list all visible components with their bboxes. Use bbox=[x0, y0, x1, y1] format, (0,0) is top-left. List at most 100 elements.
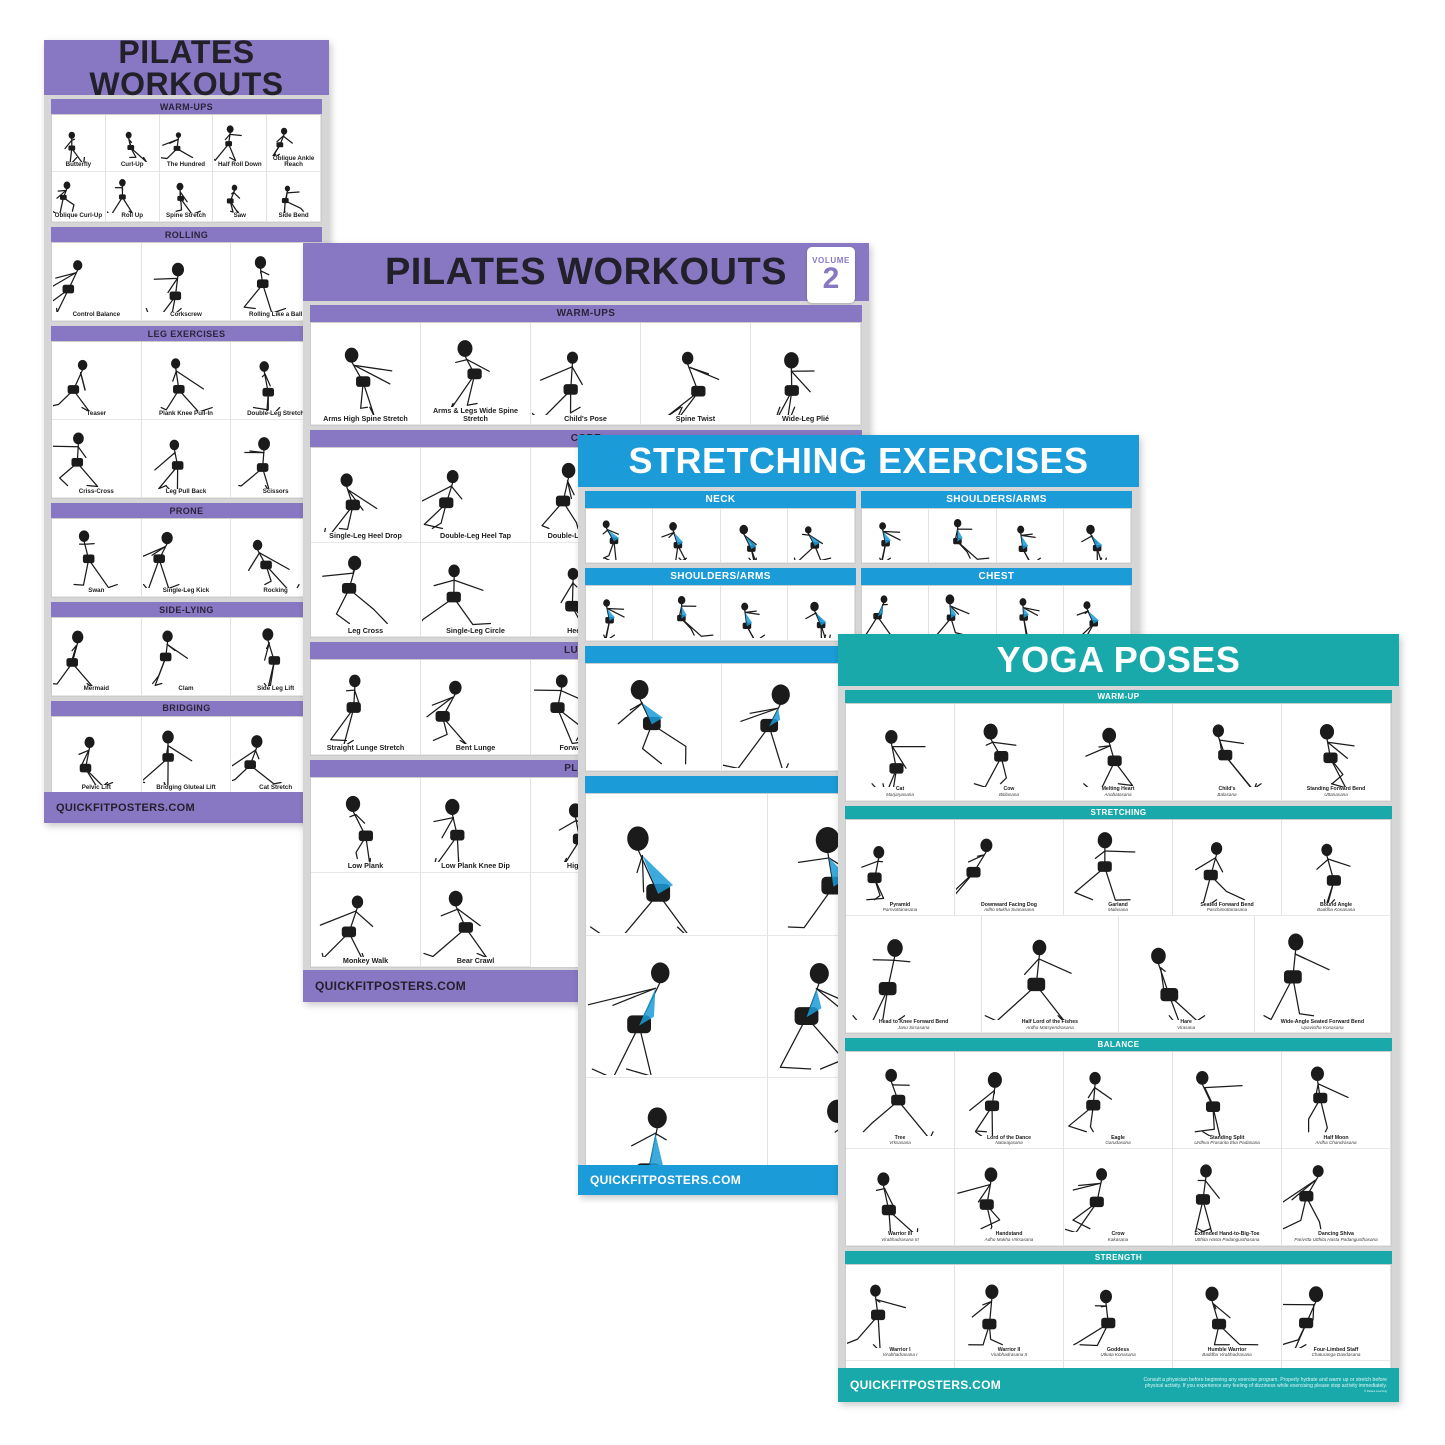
exercise-cell[interactable]: Arms High Spine Stretch bbox=[311, 323, 421, 426]
exercise-cell[interactable] bbox=[653, 586, 721, 641]
exercise-cell[interactable]: Corkscrew bbox=[141, 243, 232, 322]
exercise-cell[interactable]: Leg Cross bbox=[311, 542, 421, 638]
exercise-cell[interactable]: DolphinArdha Pincha Mayurasana bbox=[1064, 1361, 1173, 1368]
footer-url[interactable]: QUICKFITPOSTERS.COM bbox=[56, 801, 195, 814]
exercise-cell[interactable]: Oblique Curl-Up bbox=[52, 171, 106, 223]
exercise-cell[interactable] bbox=[929, 586, 997, 641]
exercise-cell[interactable]: Roll Up bbox=[105, 171, 160, 223]
exercise-cell[interactable] bbox=[929, 509, 997, 564]
exercise-cell[interactable] bbox=[862, 509, 930, 564]
exercise-name: Melting Heart bbox=[1101, 786, 1135, 793]
exercise-cell[interactable]: Teaser bbox=[52, 342, 142, 421]
exercise-cell[interactable]: Mermaid bbox=[52, 618, 142, 696]
exercise-cell[interactable]: Spine Twist bbox=[641, 323, 751, 426]
exercise-cell[interactable] bbox=[787, 586, 855, 641]
exercise-cell[interactable] bbox=[1063, 509, 1131, 564]
exercise-cell[interactable] bbox=[586, 793, 768, 936]
exercise-cell[interactable]: Low Plank Knee Dip bbox=[421, 777, 531, 873]
exercise-cell[interactable]: ChairUtkatasana bbox=[955, 1361, 1064, 1368]
footer-url[interactable]: QUICKFITPOSTERS.COM bbox=[850, 1378, 1002, 1392]
exercise-cell[interactable]: Bear Crawl bbox=[421, 872, 531, 968]
exercise-cell[interactable]: Half Roll Down bbox=[213, 115, 268, 172]
exercise-cell[interactable]: Spine Stretch bbox=[159, 171, 214, 223]
exercise-cell[interactable]: Butterfly bbox=[52, 115, 106, 172]
exercise-cell[interactable]: Oblique Ankle Reach bbox=[267, 115, 321, 172]
exercise-cell[interactable]: Pelvic Lift bbox=[52, 716, 142, 792]
exercise-cell[interactable]: Bent Lunge bbox=[421, 660, 531, 755]
exercise-cell[interactable]: Single-Leg Heel Drop bbox=[311, 448, 421, 543]
exercise-cell[interactable] bbox=[653, 509, 721, 564]
exercise-cell[interactable]: Single-Leg Kick bbox=[141, 519, 232, 598]
exercise-cell[interactable]: Bridging Gluteal Lift bbox=[141, 716, 232, 792]
exercise-cell[interactable]: Saw bbox=[213, 171, 268, 223]
exercise-cell[interactable]: Plank Knee Pull-In bbox=[141, 342, 232, 421]
exercise-cell[interactable]: Upward PlankPurvottanasana bbox=[846, 1361, 955, 1368]
exercise-cell[interactable]: TriangleTrikonasana bbox=[1173, 1361, 1282, 1368]
exercise-cell[interactable]: Straight Lunge Stretch bbox=[311, 660, 421, 755]
exercise-cell[interactable]: High LungeUtthita Ashwa Sanchalanasana bbox=[1282, 1361, 1391, 1368]
exercise-cell[interactable] bbox=[586, 663, 723, 771]
exercise-cell[interactable]: Leg Pull Back bbox=[141, 420, 232, 499]
exercise-cell[interactable]: Low Plank bbox=[311, 777, 421, 873]
poster-pilates-v1[interactable]: PILATES WORKOUTS WARM-UPS Butterfly Curl… bbox=[44, 40, 329, 823]
exercise-cell[interactable] bbox=[1063, 586, 1131, 641]
exercise-cell[interactable]: Criss-Cross bbox=[52, 420, 142, 499]
exercise-cell[interactable] bbox=[996, 586, 1064, 641]
exercise-cell[interactable]: Arms & Legs Wide Spine Stretch bbox=[421, 323, 531, 426]
exercise-cell[interactable]: Clam bbox=[141, 618, 232, 696]
exercise-cell[interactable]: Curl-Up bbox=[105, 115, 160, 172]
exercise-cell[interactable]: Single-Leg Circle bbox=[421, 542, 531, 638]
exercise-cell[interactable] bbox=[996, 509, 1064, 564]
exercise-cell[interactable]: Swan bbox=[52, 519, 142, 598]
exercise-cell[interactable] bbox=[722, 663, 859, 771]
exercise-name: Cow bbox=[1003, 786, 1015, 793]
exercise-cell[interactable] bbox=[586, 509, 654, 564]
exercise-cell[interactable]: Child's Pose bbox=[531, 323, 641, 426]
exercise-cell[interactable] bbox=[586, 586, 654, 641]
exercise-cell[interactable] bbox=[787, 509, 855, 564]
footer-url[interactable]: QUICKFITPOSTERS.COM bbox=[315, 979, 467, 993]
exercise-cell[interactable]: Side Bend bbox=[267, 171, 321, 223]
exercise-cell[interactable] bbox=[586, 1077, 768, 1165]
exercise-cell[interactable]: Wide-Leg Plié bbox=[751, 323, 861, 426]
exercise-cell[interactable] bbox=[720, 586, 788, 641]
exercise-cell[interactable]: Monkey Walk bbox=[311, 872, 421, 968]
exercise-cell[interactable]: Double-Leg Heel Tap bbox=[421, 448, 531, 543]
exercise-cell[interactable] bbox=[720, 509, 788, 564]
exercise-cell[interactable]: The Hundred bbox=[159, 115, 214, 172]
footer-url[interactable]: QUICKFITPOSTERS.COM bbox=[590, 1173, 742, 1187]
exercise-cell[interactable]: Control Balance bbox=[52, 243, 142, 322]
exercise-cell[interactable] bbox=[862, 586, 930, 641]
exercise-cell[interactable] bbox=[586, 935, 768, 1078]
